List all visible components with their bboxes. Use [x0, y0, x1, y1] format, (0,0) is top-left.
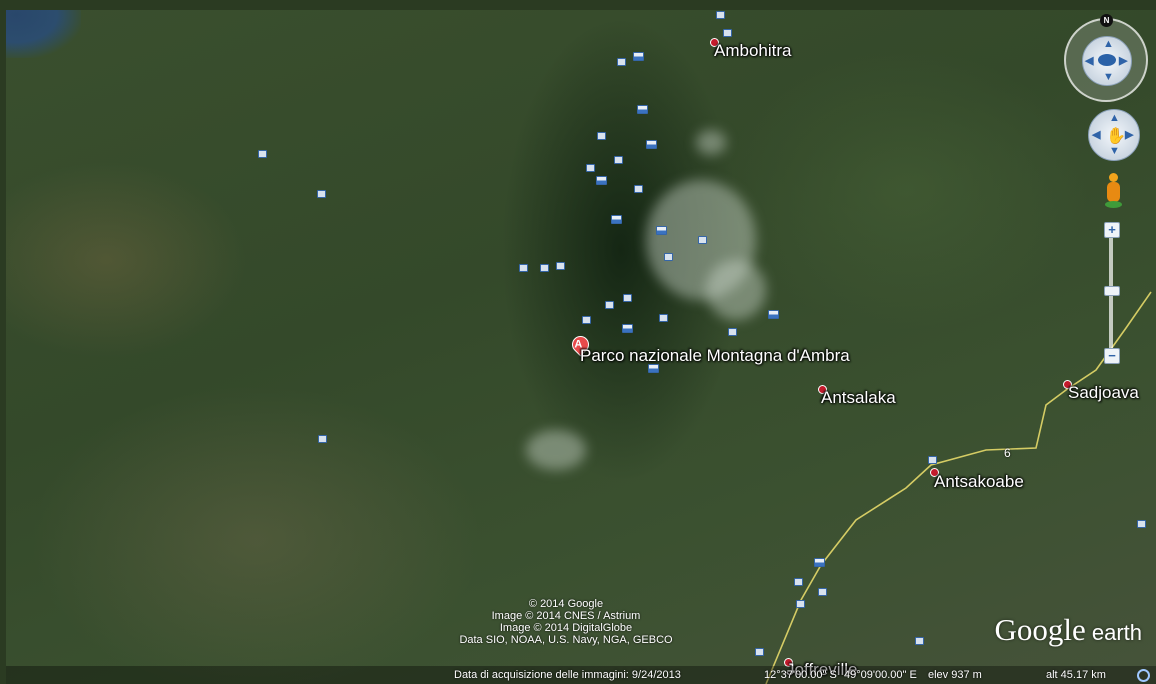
- north-button[interactable]: N: [1100, 14, 1113, 27]
- credit-line: Data SIO, NOAA, U.S. Navy, NGA, GEBCO: [459, 634, 673, 646]
- poi-marker[interactable]: [818, 588, 827, 596]
- place-label-park[interactable]: Parco nazionale Montagna d'Ambra: [580, 346, 850, 365]
- pan-joystick[interactable]: ✋ ▲ ▼ ◀ ▶: [1088, 109, 1140, 161]
- poi-marker[interactable]: [258, 150, 267, 158]
- satellite-map[interactable]: Ambohitra A Parco nazionale Montagna d'A…: [6, 10, 1156, 684]
- zoom-in-button[interactable]: +: [1104, 222, 1120, 238]
- road-network: [765, 291, 1152, 684]
- poi-marker[interactable]: [637, 105, 648, 114]
- poi-marker[interactable]: [623, 294, 632, 302]
- poi-marker[interactable]: [755, 648, 764, 656]
- cloud: [706, 260, 766, 320]
- poi-marker[interactable]: [318, 435, 327, 443]
- poi-marker[interactable]: [582, 316, 591, 324]
- logo-earth: earth: [1085, 620, 1142, 645]
- poi-marker[interactable]: [915, 637, 924, 645]
- poi-marker[interactable]: [768, 310, 779, 319]
- look-navigation-ring[interactable]: N ▲ ▼ ◀ ▶: [1064, 14, 1148, 102]
- pan-down-icon[interactable]: ▼: [1109, 145, 1120, 157]
- poi-marker[interactable]: [586, 164, 595, 172]
- eye-icon: [1098, 54, 1116, 66]
- acquisition-date: Data di acquisizione delle immagini: 9/2…: [454, 669, 681, 681]
- poi-marker[interactable]: [646, 140, 657, 149]
- longitude-readout: 49°09'00.00" E: [844, 669, 917, 681]
- poi-marker[interactable]: [605, 301, 614, 309]
- credit-line: Image © 2014 CNES / Astrium: [491, 610, 641, 622]
- cloud: [696, 130, 726, 155]
- place-label-antsalaka[interactable]: Antsalaka: [821, 388, 896, 407]
- google-earth-logo: Google earth: [994, 612, 1142, 648]
- poi-marker[interactable]: [656, 226, 667, 235]
- poi-marker[interactable]: [614, 156, 623, 164]
- place-label-ambohitra[interactable]: Ambohitra: [714, 41, 792, 60]
- poi-marker[interactable]: [622, 324, 633, 333]
- poi-marker[interactable]: [659, 314, 668, 322]
- pan-up-icon[interactable]: ▲: [1109, 112, 1120, 124]
- place-label-joffreville[interactable]: Joffreville: [786, 660, 858, 679]
- loading-indicator-icon: [1137, 669, 1150, 682]
- poi-marker[interactable]: [723, 29, 732, 37]
- altitude-readout: alt 45.17 km: [1046, 669, 1106, 681]
- poi-marker[interactable]: [519, 264, 528, 272]
- poi-marker[interactable]: [317, 190, 326, 198]
- poi-marker[interactable]: [633, 52, 644, 61]
- arrow-left-icon[interactable]: ◀: [1085, 55, 1094, 67]
- arrow-down-icon[interactable]: ▼: [1103, 71, 1114, 83]
- imagery-credits: © 2014 Google Image © 2014 CNES / Astriu…: [446, 598, 686, 646]
- status-bar: Data di acquisizione delle immagini: 9/2…: [6, 666, 1156, 684]
- arrow-up-icon[interactable]: ▲: [1103, 38, 1114, 50]
- look-joystick[interactable]: ▲ ▼ ◀ ▶: [1082, 36, 1132, 86]
- logo-google: Google: [994, 612, 1086, 647]
- poi-marker[interactable]: [928, 456, 937, 464]
- sea-area: [6, 10, 81, 58]
- place-dot-antsakoabe[interactable]: [930, 468, 939, 477]
- poi-marker[interactable]: [716, 11, 725, 19]
- latitude-readout: 12°37'00.00" S: [764, 669, 837, 681]
- road-6: [765, 291, 1152, 684]
- poi-marker[interactable]: [728, 328, 737, 336]
- poi-marker[interactable]: [596, 176, 607, 185]
- place-label-antsakoabe[interactable]: Antsakoabe: [934, 472, 1024, 491]
- poi-marker[interactable]: [794, 578, 803, 586]
- elevation-readout: elev 937 m: [928, 669, 982, 681]
- poi-marker[interactable]: [611, 215, 622, 224]
- street-view-pegman-icon[interactable]: [1103, 173, 1123, 211]
- poi-marker[interactable]: [814, 558, 825, 567]
- poi-marker[interactable]: [648, 364, 659, 373]
- credit-line: © 2014 Google: [528, 598, 604, 610]
- poi-marker[interactable]: [634, 185, 643, 193]
- place-dot-sadjoava[interactable]: [1063, 380, 1072, 389]
- poi-marker[interactable]: [617, 58, 626, 66]
- zoom-out-button[interactable]: −: [1104, 348, 1120, 364]
- hand-icon: ✋: [1106, 128, 1126, 145]
- poi-marker[interactable]: [1137, 520, 1146, 528]
- credit-line: Image © 2014 DigitalGlobe: [499, 622, 633, 634]
- poi-marker[interactable]: [664, 253, 673, 261]
- poi-marker[interactable]: [698, 236, 707, 244]
- pan-right-icon[interactable]: ▶: [1125, 129, 1134, 141]
- arrow-right-icon[interactable]: ▶: [1119, 55, 1128, 67]
- place-dot-ambohitra[interactable]: [710, 38, 719, 47]
- place-dot-antsalaka[interactable]: [818, 385, 827, 394]
- road-number-label: 6: [1004, 446, 1011, 460]
- zoom-slider[interactable]: + −: [1104, 222, 1120, 364]
- cloud: [526, 430, 586, 470]
- zoom-handle[interactable]: [1104, 286, 1120, 296]
- place-dot-joffreville[interactable]: [784, 658, 793, 667]
- poi-marker[interactable]: [556, 262, 565, 270]
- pan-left-icon[interactable]: ◀: [1092, 129, 1101, 141]
- place-label-sadjoava[interactable]: Sadjoava: [1068, 383, 1139, 402]
- poi-marker[interactable]: [597, 132, 606, 140]
- poi-marker[interactable]: [540, 264, 549, 272]
- poi-marker[interactable]: [796, 600, 805, 608]
